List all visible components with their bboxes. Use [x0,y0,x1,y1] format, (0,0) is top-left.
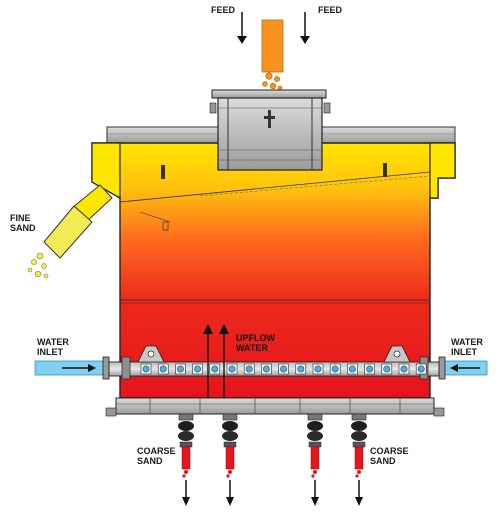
arrow-down-icon [311,480,319,506]
feed-chute [261,19,284,95]
nozzle-icon [278,363,289,375]
nozzle-icon [243,363,255,375]
arrow-down-icon [226,480,234,506]
nozzle-icon [157,363,169,375]
coarse-sand-outlet-3 [307,413,323,506]
nozzle-icon [175,363,186,375]
feed-label-left: FEED [211,5,236,15]
coarse-sand-label-right: COARSE SAND [370,446,409,466]
nozzle-icon [261,363,272,375]
nozzle-icon [192,363,203,375]
nozzle-icon [209,363,221,375]
nozzle-row [140,363,427,375]
upflow-water-label: UPFLOW WATER [236,333,275,353]
feed-arrow-left [237,12,247,44]
nozzle-icon [295,363,307,375]
nozzle-icon [364,363,375,375]
arrow-down-icon [355,480,363,506]
fine-sand-label: FINE SAND [10,213,36,233]
nozzle-icon [312,363,324,375]
coarse-sand-outlet-4 [351,413,367,506]
nozzle-icon [140,363,152,375]
water-inlet-pipe-right [438,356,488,380]
feed-arrow-right [300,12,310,44]
tank-body [91,142,456,399]
nozzle-manifold [108,345,440,380]
nozzle-icon [226,363,238,375]
base-frame [105,397,445,417]
nozzle-icon [398,363,410,375]
fine-sand-particles [27,252,49,279]
coarse-sand-label-left: COARSE SAND [137,446,176,466]
nozzle-icon [415,363,427,375]
water-inlet-pipe-left [34,356,110,380]
nozzle-icon [381,363,393,375]
nozzle-icon [347,363,358,375]
arrow-down-icon [182,480,190,506]
coarse-sand-outlets [178,413,367,506]
feed-label-right: FEED [318,5,343,15]
upflow-arrows [203,324,229,398]
coarse-sand-outlet-2 [222,413,238,506]
water-inlet-label-left: WATER INLET [37,337,69,357]
water-inlet-label-right: WATER INLET [451,337,483,357]
coarse-sand-outlet-1 [178,413,194,506]
nozzle-icon [329,363,341,375]
fine-sand-chute [27,184,113,279]
feed-well [209,89,331,171]
